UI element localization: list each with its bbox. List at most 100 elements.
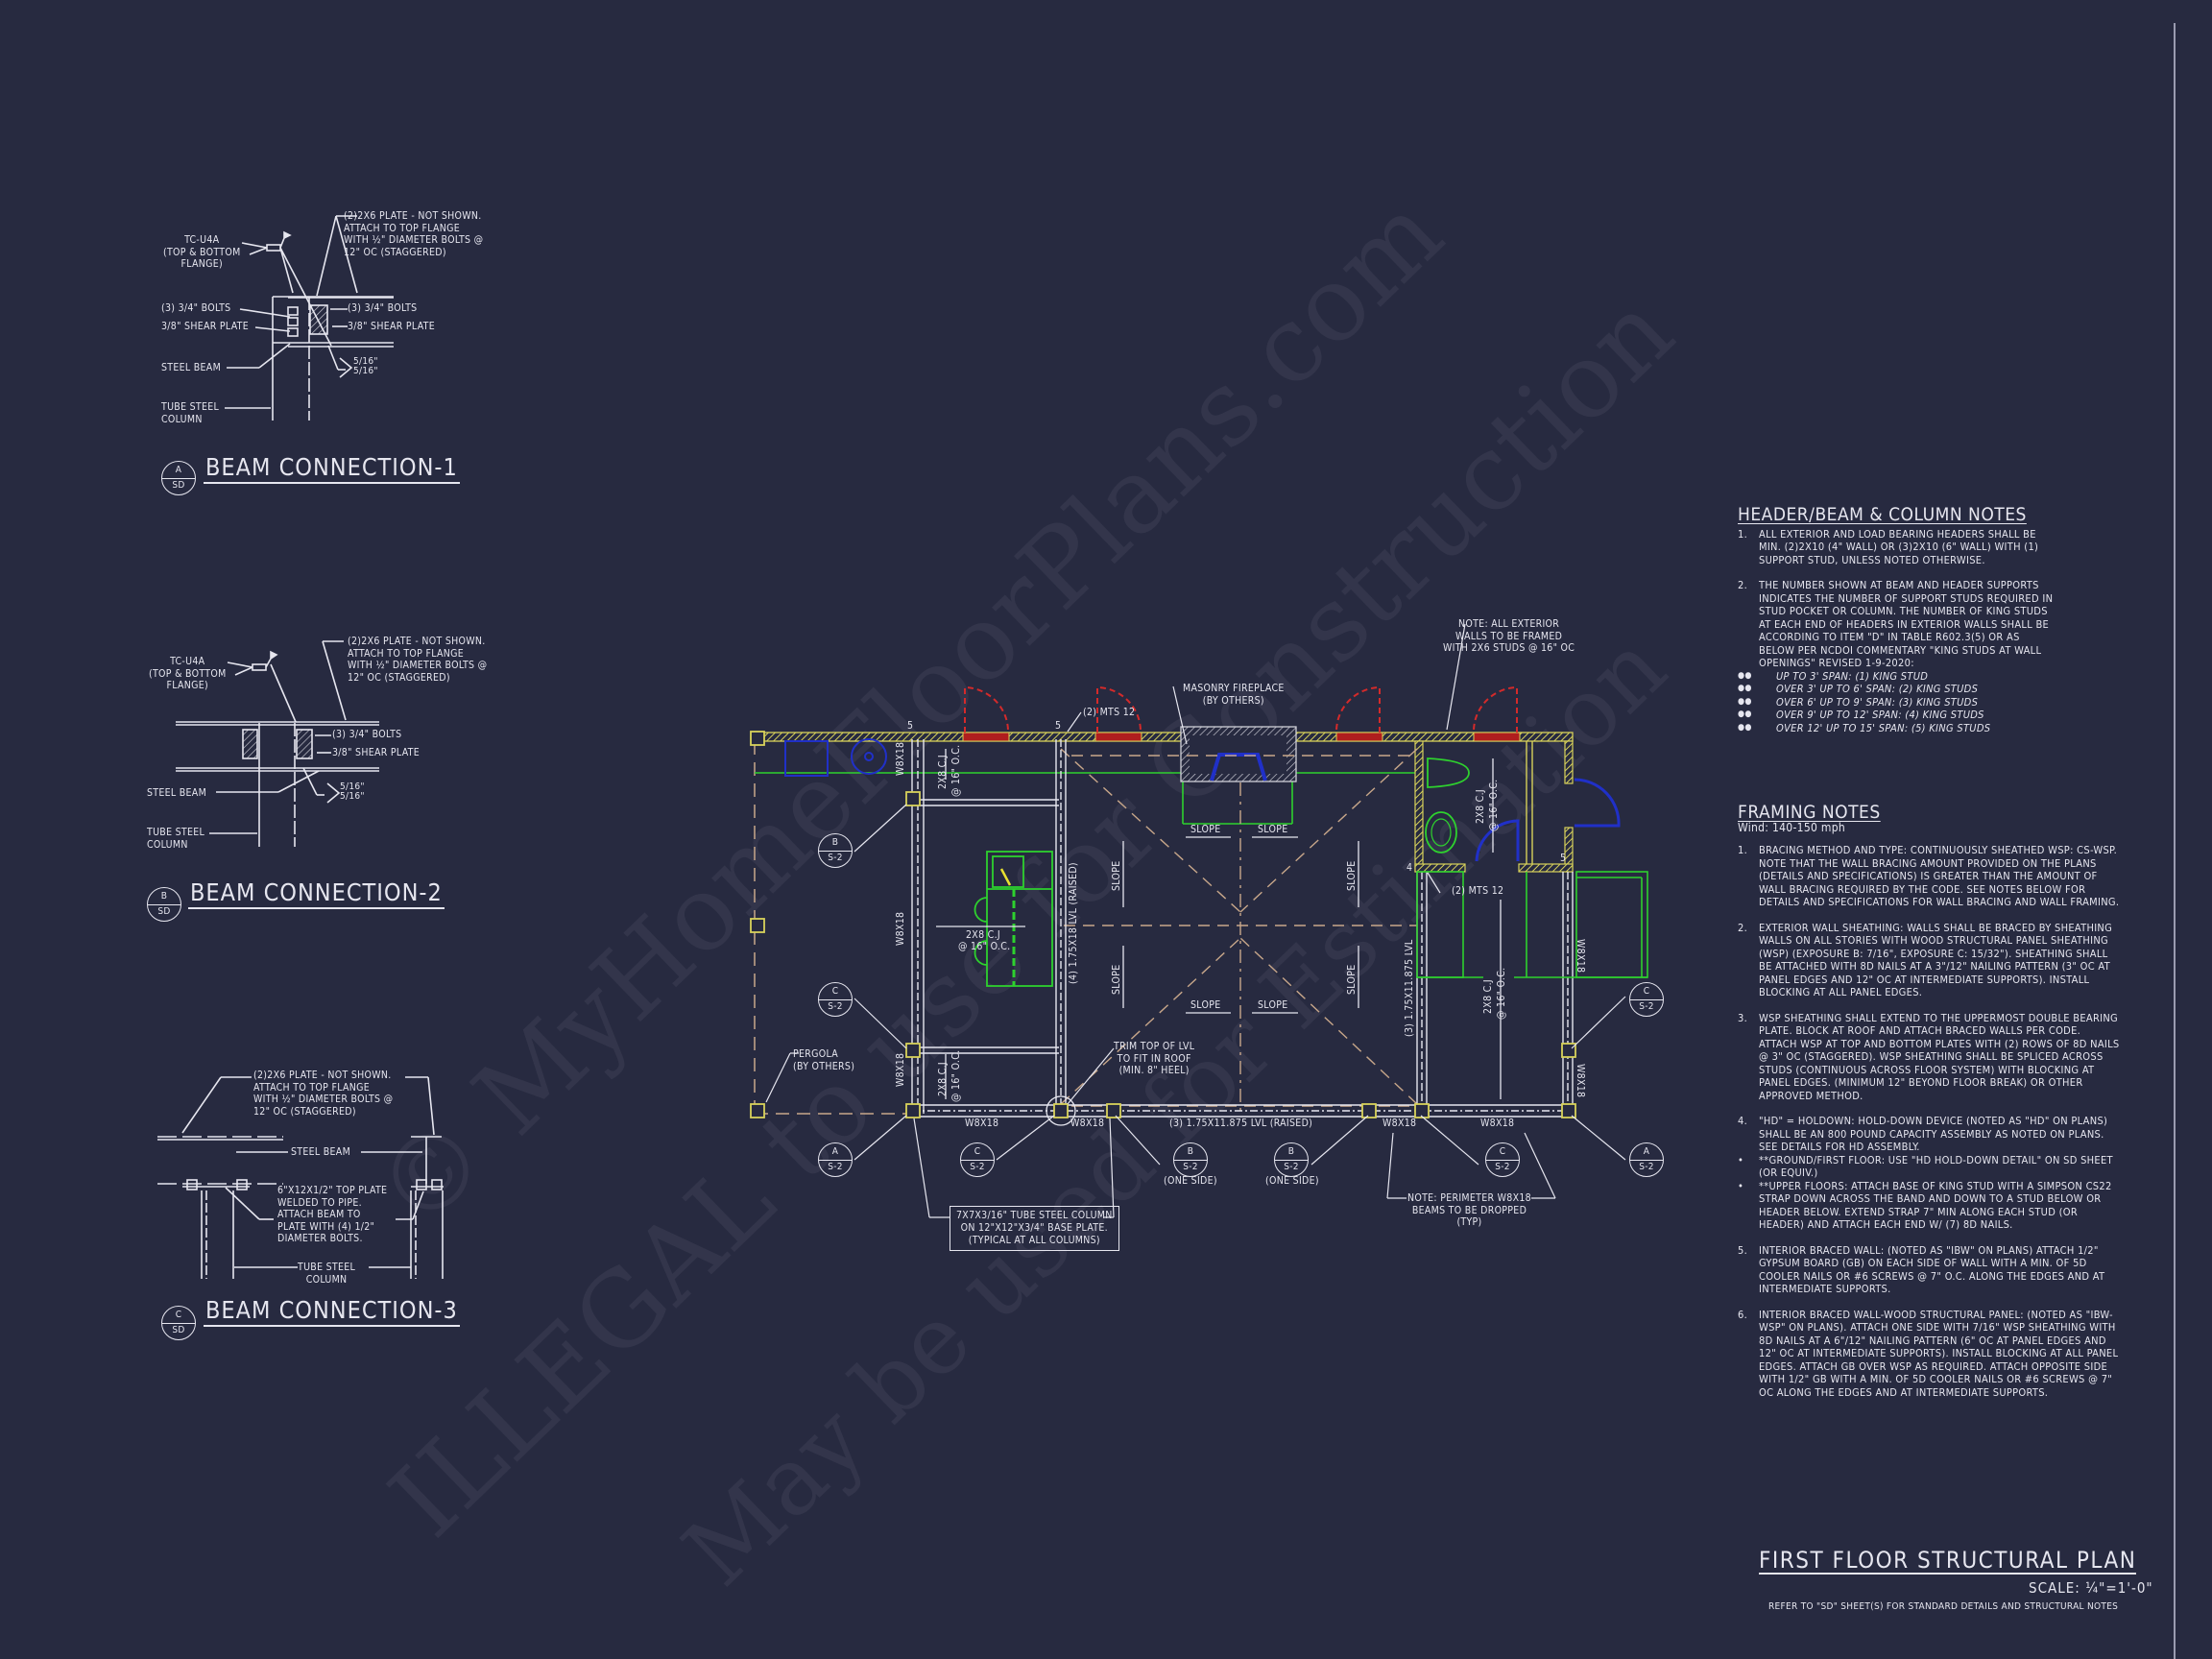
beam-connection-3-drawing [157,1076,444,1279]
weld-size-label: 5/16" 5/16" [353,356,378,376]
note-item: 2.THE NUMBER SHOWN AT BEAM AND HEADER SU… [1738,579,2054,669]
king-stud-bullet: ●●OVER 9' UP TO 12' SPAN: (4) KING STUDS [1738,709,1984,721]
ceiling-joist-spacing: @ 16" O.C. [958,941,1011,952]
perimeter-beam-note: NOTE: PERIMETER W8X18 BEAMS TO BE DROPPE… [1407,1192,1531,1228]
mts-note-bath: (2) MTS 12 [1452,885,1504,897]
ceiling-joist-spacing: @ 16" O.C. [1488,779,1500,831]
king-stud-bullet: ●●OVER 12' UP TO 15' SPAN: (5) KING STUD… [1738,721,1991,734]
stud-count: 4 [1407,862,1413,874]
trim-lvl-note: TRIM TOP OF LVL TO FIT IN ROOF (MIN. 8" … [1114,1041,1195,1076]
header-notes-title: HEADER/BEAM & COLUMN NOTES [1738,504,2027,525]
shear-plate-left-label: 3/8" SHEAR PLATE [161,321,250,332]
note-item: 1.BRACING METHOD AND TYPE: CONTINUOUSLY … [1738,844,2120,908]
pergola-note: PERGOLA (BY OTHERS) [793,1048,855,1072]
steel-beam-label: STEEL BEAM [161,362,222,373]
top-plate-note: 6"x12x1/2" TOP PLATE WELDED TO PIPE. ATT… [277,1185,388,1244]
note-item: •**GROUND/FIRST FLOOR: USE "HD HOLD-DOWN… [1738,1153,2113,1180]
ceiling-joist-label: 2x8 C.J [1482,979,1494,1014]
fireplace-note: MASONRY FIREPLACE (BY OTHERS) [1183,683,1285,707]
beam-connection-2-drawing [176,640,379,847]
king-stud-bullet: ●●UP TO 3' SPAN: (1) KING STUD [1738,669,1929,683]
beam-connection-1-drawing [225,215,394,421]
slope-label: SLOPE [1190,999,1221,1011]
weld-callout: TC-U4a (TOP & BOTTOM FLANGE) [163,234,241,270]
one-side-note: (ONE SIDE) [1265,1175,1319,1187]
sheet-border-line [2174,23,2176,1659]
ceiling-joist-spacing: @ 16" O.C. [950,744,962,797]
beam-w8x18-label: W8x18 [1070,1118,1105,1129]
framing-notes: FRAMING NOTES Wind: 140-150 mph 1.BRACIN… [1738,802,2122,1411]
beam-connection-1-title: BEAM CONNECTION-1 [204,455,460,484]
one-side-note: (ONE SIDE) [1164,1175,1217,1187]
slope-label: SLOPE [1111,860,1122,891]
slope-label: SLOPE [1346,964,1358,995]
lvl-4-label: (4) 1.75x18 LVL (RAISED) [1068,862,1079,984]
bolts-label: (3) 3/4" BOLTS [332,729,402,740]
shear-plate-label: 3/8" SHEAR PLATE [332,747,421,758]
plate-note: (2)2x6 PLATE - NOT SHOWN. ATTACH TO TOP … [253,1070,394,1118]
lvl-3-bottom-label: (3) 1.75x11.875 LVL (RAISED) [1169,1118,1313,1129]
slope-label: SLOPE [1111,964,1122,995]
beam-w8x18-label: W8x18 [1575,1064,1586,1098]
sheet-title: FIRST FLOOR STRUCTURAL PLAN [1759,1547,2137,1575]
column-spec-note: 7x7x3/16" TUBE STEEL COLUMN ON 12"x12"x3… [950,1206,1119,1251]
slope-label: SLOPE [1190,824,1221,835]
wind-speed: Wind: 140-150 mph [1738,820,1846,834]
beam-w8x18-label: W8x18 [895,1052,906,1087]
note-item: 6.INTERIOR BRACED WALL-WOOD STRUCTURAL P… [1738,1308,2119,1399]
beam-w8x18-label: W8x18 [895,911,906,946]
beam-w8x18-label: W8x18 [1480,1118,1515,1129]
note-item: 5.INTERIOR BRACED WALL: (NOTED AS "IBW" … [1738,1243,2105,1296]
shear-plate-right-label: 3/8" SHEAR PLATE [348,321,436,332]
slope-label: SLOPE [1258,999,1288,1011]
tube-column-label: TUBE STEEL COLUMN [298,1262,356,1286]
note-item: 1.ALL EXTERIOR AND LOAD BEARING HEADERS … [1738,527,2039,566]
steel-beam-label: STEEL BEAM [147,787,207,799]
floor-plan-drawing [750,623,1648,1218]
stud-count: 5 [907,720,914,732]
slope-label: SLOPE [1346,860,1358,891]
lvl-3-side-label: (3) 1.75x11.875 LVL [1404,939,1415,1037]
weld-size-label: 5/16" 5/16" [340,781,365,802]
bolts-right-label: (3) 3/4" BOLTS [348,302,418,314]
beam-w8x18-label: W8x18 [895,741,906,776]
beam-connection-3-title: BEAM CONNECTION-3 [204,1298,460,1327]
plate-note: (2)2x6 PLATE - NOT SHOWN. ATTACH TO TOP … [348,636,488,684]
sheet-scale: SCALE: ¼"=1'-0" [2029,1579,2153,1597]
ceiling-joist-label: 2x8 C.J [966,929,1000,941]
mts-note-top: (2) MTS 12 [1083,707,1136,718]
weld-callout: TC-U4a (TOP & BOTTOM FLANGE) [149,656,227,691]
tube-column-label: TUBE STEEL COLUMN [161,401,220,425]
ceiling-joist-spacing: @ 16" O.C. [950,1049,962,1102]
beam-w8x18-label: W8x18 [965,1118,999,1129]
note-item: •**UPPER FLOORS: ATTACH BASE OF KING STU… [1738,1179,2112,1232]
tube-column-label: TUBE STEEL COLUMN [147,827,205,851]
ceiling-joist-label: 2x8 C.J [937,1062,949,1096]
steel-beam-label: STEEL BEAM [291,1146,351,1158]
refer-note: REFER TO "SD" SHEET(S) FOR STANDARD DETA… [1768,1601,2119,1612]
beam-connection-2-title: BEAM CONNECTION-2 [188,880,445,909]
beam-w8x18-label: W8x18 [1382,1118,1417,1129]
bolts-left-label: (3) 3/4" BOLTS [161,302,231,314]
king-stud-bullet: ●●OVER 6' UP TO 9' SPAN: (3) KING STUDS [1738,695,1979,709]
note-item: 4."HD" = HOLDOWN: HOLD-DOWN DEVICE (NOTE… [1738,1115,2108,1153]
note-item: 3.WSP SHEATHING SHALL EXTEND TO THE UPPE… [1738,1011,2120,1102]
note-item: 2.EXTERIOR WALL SHEATHING: WALLS SHALL B… [1738,921,2113,999]
framing-notes-title: FRAMING NOTES [1738,802,1881,823]
plate-note: (2)2x6 PLATE - NOT SHOWN. ATTACH TO TOP … [344,210,484,258]
exterior-walls-note: NOTE: ALL EXTERIOR WALLS TO BE FRAMED WI… [1443,618,1575,654]
king-stud-bullet: ●●OVER 3' UP TO 6' SPAN: (2) KING STUDS [1738,683,1979,695]
beam-w8x18-label: W8x18 [1575,939,1586,974]
